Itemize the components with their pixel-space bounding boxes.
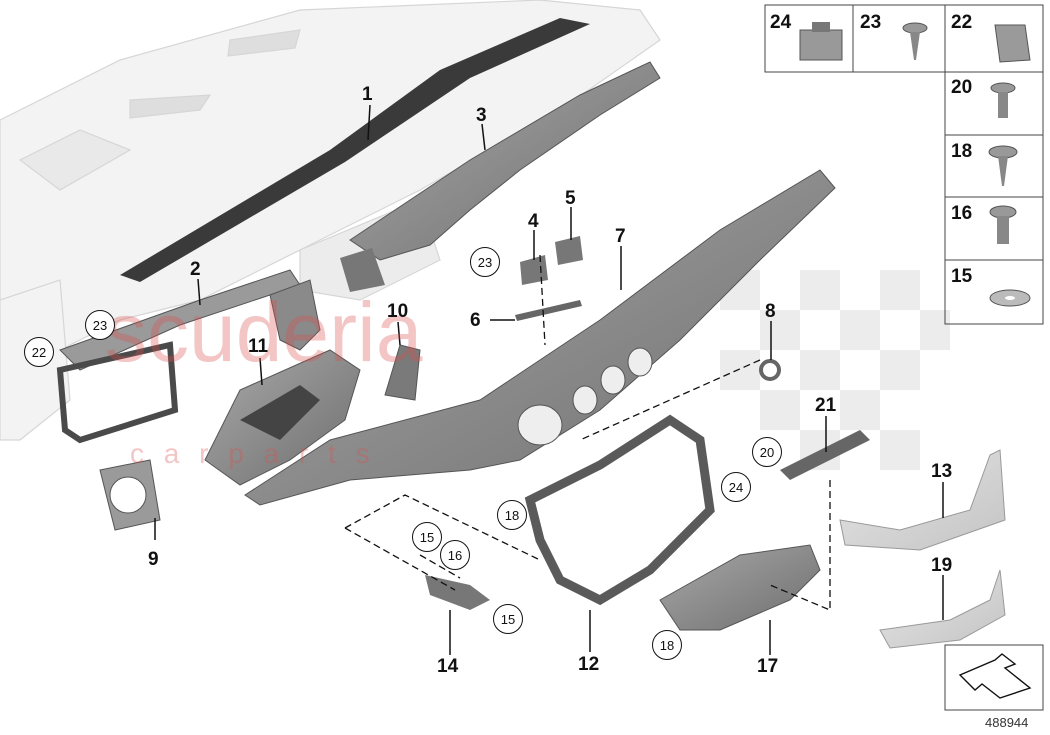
legend-20-label: 20 (951, 77, 973, 98)
dashed-lines (344, 254, 831, 611)
checker-watermark (720, 270, 950, 470)
part-9-hole (109, 476, 147, 514)
part-19-trim (879, 569, 1006, 649)
legend-16-label: 16 (951, 203, 973, 224)
part-21-strip (780, 430, 870, 480)
legend-22-label: 22 (951, 12, 973, 33)
part-13-trim (839, 449, 1006, 551)
callout-17: 17 (757, 656, 779, 677)
torx-bolt-icon (989, 205, 1017, 244)
part-8-ring (759, 359, 781, 381)
callout-21: 21 (815, 395, 837, 416)
part-12-carrier (524, 414, 715, 606)
callout-12: 12 (578, 654, 600, 675)
watermark-subtext: c a r p a r t s (130, 438, 376, 469)
part-5-clip (555, 236, 583, 265)
callout-5: 5 (565, 188, 576, 209)
callout-8: 8 (765, 301, 776, 322)
part-22-bracket (56, 341, 179, 444)
callout-11: 11 (248, 336, 269, 357)
callout-9: 9 (148, 549, 159, 570)
circled-callout-20: 20 (752, 437, 782, 467)
circled-callout-24: 24 (721, 472, 751, 502)
part-7-hole-a (517, 404, 563, 446)
part-7-hole-b (572, 385, 598, 415)
part-3-upper-trim (349, 61, 661, 261)
legend-grid (764, 4, 1044, 711)
circled-callout-18-lower: 18 (652, 630, 682, 660)
legend-18-label: 18 (951, 141, 973, 162)
callout-14: 14 (437, 656, 459, 677)
part-10-bracket (384, 344, 421, 401)
callout-13: 13 (931, 461, 953, 482)
self-tapping-screw-icon (902, 22, 928, 60)
callout-2: 2 (190, 259, 201, 280)
callout-10: 10 (387, 301, 409, 322)
diagram-id: 488944 (985, 715, 1029, 730)
watermark-brand: scuderia (105, 285, 423, 379)
circled-callout-15-lower: 15 (493, 604, 523, 634)
circled-callout-18-center: 18 (497, 500, 527, 530)
part-7-hole-d (627, 347, 653, 377)
circled-callout-22: 22 (24, 337, 54, 367)
leader-lines (154, 104, 944, 655)
legend-24-label: 24 (770, 12, 792, 33)
washer-icon (989, 289, 1031, 307)
part-7-hole-c (600, 365, 626, 395)
callout-3: 3 (476, 105, 487, 126)
circled-callout-15-upper: 15 (412, 522, 442, 552)
callout-4: 4 (528, 211, 539, 232)
orientation-arrow-icon (958, 653, 1032, 699)
spring-clip-icon (994, 24, 1031, 63)
callout-6: 6 (470, 310, 481, 331)
callout-19: 19 (931, 555, 953, 576)
part-1-seal-strip (120, 18, 590, 282)
part-14-bracket (425, 575, 490, 610)
callout-1: 1 (362, 84, 373, 105)
torx-screw-icon (990, 82, 1016, 118)
circled-callout-23-left: 23 (85, 310, 115, 340)
flange-screw-icon (988, 145, 1018, 186)
circled-callout-23-upper: 23 (470, 247, 500, 277)
circled-callout-16: 16 (440, 540, 470, 570)
callout-7: 7 (615, 226, 626, 247)
legend-23-label: 23 (860, 12, 882, 33)
part-17-tray (659, 544, 821, 631)
part-3-bracket (340, 248, 385, 292)
part-6-strip (515, 300, 582, 321)
clip-nut-icon (799, 22, 843, 61)
part-11-opening (240, 385, 320, 440)
part-2-bracket (269, 279, 321, 351)
legend-15-label: 15 (951, 266, 973, 287)
